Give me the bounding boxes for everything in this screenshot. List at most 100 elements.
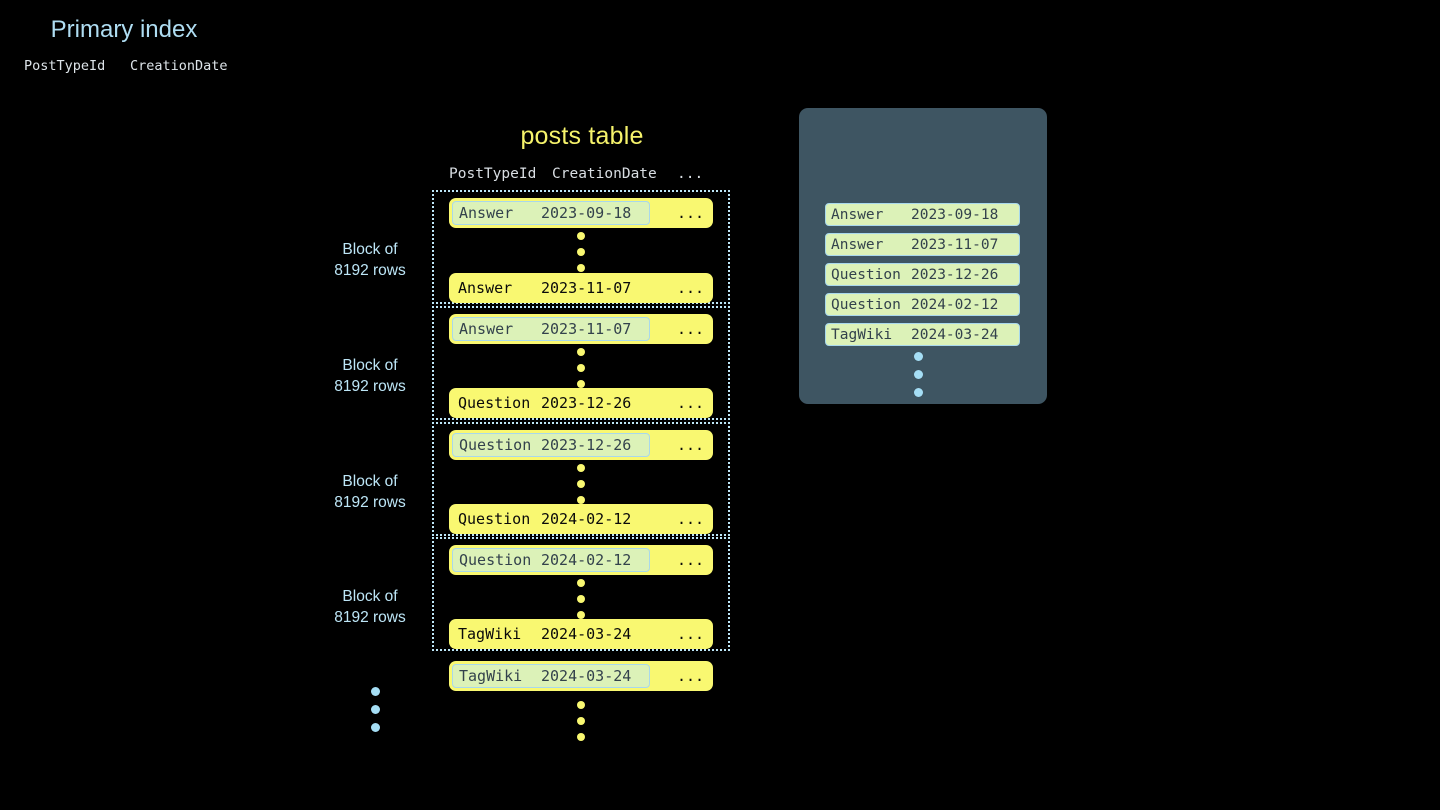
cell-posttypeid: Question [458, 510, 531, 528]
cell-ellipsis: ... [677, 625, 705, 643]
dot [577, 464, 585, 472]
cell-ellipsis: ... [677, 394, 705, 412]
cell-posttypeid: Question [459, 551, 532, 569]
cell-posttypeid: TagWiki [458, 625, 522, 643]
table-row[interactable]: Answer 2023-11-07 ... [449, 314, 713, 344]
block-label-3-line1: Block of [342, 473, 398, 490]
cell-creationdate: 2024-02-12 [541, 510, 632, 528]
row-ellipsis-vertical-dots [577, 579, 586, 619]
column-header-posttypeid: PostTypeId [449, 166, 537, 182]
cell-creationdate: 2023-12-26 [541, 394, 632, 412]
block-label-1: Block of 8192 rows [318, 239, 422, 281]
cell-creationdate: 2023-12-26 [911, 266, 999, 283]
column-header-posttypeid: PostTypeId [24, 58, 106, 74]
dot [577, 595, 585, 603]
dot [577, 264, 585, 272]
index-row[interactable]: Answer 2023-11-07 [825, 233, 1020, 256]
index-row[interactable]: Answer 2023-09-18 [825, 203, 1020, 226]
dot [371, 687, 380, 696]
dot [914, 370, 923, 379]
cell-posttypeid: Answer [831, 206, 884, 223]
cell-creationdate: 2023-09-18 [541, 204, 632, 222]
dot [577, 496, 585, 504]
block-label-1-line1: Block of [342, 241, 398, 258]
cell-posttypeid: TagWiki [459, 667, 523, 685]
row-highlight-box [452, 201, 650, 225]
cell-ellipsis: ... [677, 204, 705, 222]
cell-ellipsis: ... [677, 667, 705, 685]
block-label-4: Block of 8192 rows [318, 586, 422, 628]
row-highlight-box [452, 433, 650, 457]
dot [577, 232, 585, 240]
dot [577, 248, 585, 256]
index-row[interactable]: TagWiki 2024-03-24 [825, 323, 1020, 346]
dot [577, 348, 585, 356]
table-row[interactable]: Answer 2023-11-07 ... [449, 273, 713, 303]
dot [577, 364, 585, 372]
cell-creationdate: 2024-03-24 [911, 326, 999, 343]
cell-posttypeid: Question [831, 296, 901, 313]
cell-posttypeid: TagWiki [831, 326, 893, 343]
index-row[interactable]: Question 2023-12-26 [825, 263, 1020, 286]
cell-creationdate: 2024-03-24 [541, 667, 632, 685]
dot [914, 352, 923, 361]
block-label-2-line1: Block of [342, 357, 398, 374]
index-row[interactable]: Question 2024-02-12 [825, 293, 1020, 316]
table-row[interactable]: Question 2023-12-26 ... [449, 430, 713, 460]
cell-creationdate: 2024-03-24 [541, 625, 632, 643]
dot [577, 701, 585, 709]
table-ellipsis-vertical-dots [577, 701, 586, 741]
block-boundary-1 [432, 190, 730, 304]
dot [577, 717, 585, 725]
cell-posttypeid: Answer [459, 204, 514, 222]
cell-ellipsis: ... [677, 551, 705, 569]
cell-creationdate: 2023-12-26 [541, 436, 632, 454]
primary-index-title: Primary index [50, 16, 198, 43]
cell-ellipsis: ... [677, 436, 705, 454]
dot [577, 733, 585, 741]
blocks-ellipsis-vertical-dots [371, 687, 380, 732]
cell-ellipsis: ... [677, 279, 705, 297]
table-row[interactable]: Question 2023-12-26 ... [449, 388, 713, 418]
dot [371, 723, 380, 732]
dot [371, 705, 380, 714]
cell-posttypeid: Answer [458, 279, 513, 297]
cell-creationdate: 2024-02-12 [911, 296, 999, 313]
dot [577, 611, 585, 619]
row-highlight-box [452, 317, 650, 341]
cell-ellipsis: ... [677, 510, 705, 528]
cell-posttypeid: Answer [831, 236, 884, 253]
dot [577, 380, 585, 388]
table-row[interactable]: TagWiki 2024-03-24 ... [449, 619, 713, 649]
table-row[interactable]: Question 2024-02-12 ... [449, 545, 713, 575]
primary-index-panel [799, 108, 1047, 404]
cell-posttypeid: Question [458, 394, 531, 412]
dot [577, 480, 585, 488]
block-label-2-line2: 8192 rows [334, 378, 406, 395]
table-row[interactable]: TagWiki 2024-03-24 ... [449, 661, 713, 691]
cell-creationdate: 2023-11-07 [911, 236, 999, 253]
cell-creationdate: 2023-09-18 [911, 206, 999, 223]
index-ellipsis-vertical-dots [914, 352, 923, 397]
row-ellipsis-vertical-dots [577, 348, 586, 388]
cell-posttypeid: Question [459, 436, 532, 454]
row-highlight-box [452, 548, 650, 572]
table-row[interactable]: Question 2024-02-12 ... [449, 504, 713, 534]
primary-index-column-headers: PostTypeId CreationDate [24, 58, 229, 78]
cell-creationdate: 2023-11-07 [541, 320, 632, 338]
block-label-3: Block of 8192 rows [318, 471, 422, 513]
dot [914, 388, 923, 397]
column-header-creationdate: CreationDate [130, 58, 228, 74]
block-label-4-line2: 8192 rows [334, 609, 406, 626]
block-label-2: Block of 8192 rows [318, 355, 422, 397]
block-boundary-3 [432, 422, 730, 536]
posts-table-column-headers: PostTypeId CreationDate ... [449, 166, 713, 186]
posts-table-title: posts table [520, 122, 644, 150]
column-header-creationdate: CreationDate [552, 166, 657, 182]
column-header-ellipsis: ... [677, 166, 704, 182]
cell-posttypeid: Question [831, 266, 901, 283]
table-row[interactable]: Answer 2023-09-18 ... [449, 198, 713, 228]
cell-creationdate: 2024-02-12 [541, 551, 632, 569]
row-ellipsis-vertical-dots [577, 232, 586, 272]
